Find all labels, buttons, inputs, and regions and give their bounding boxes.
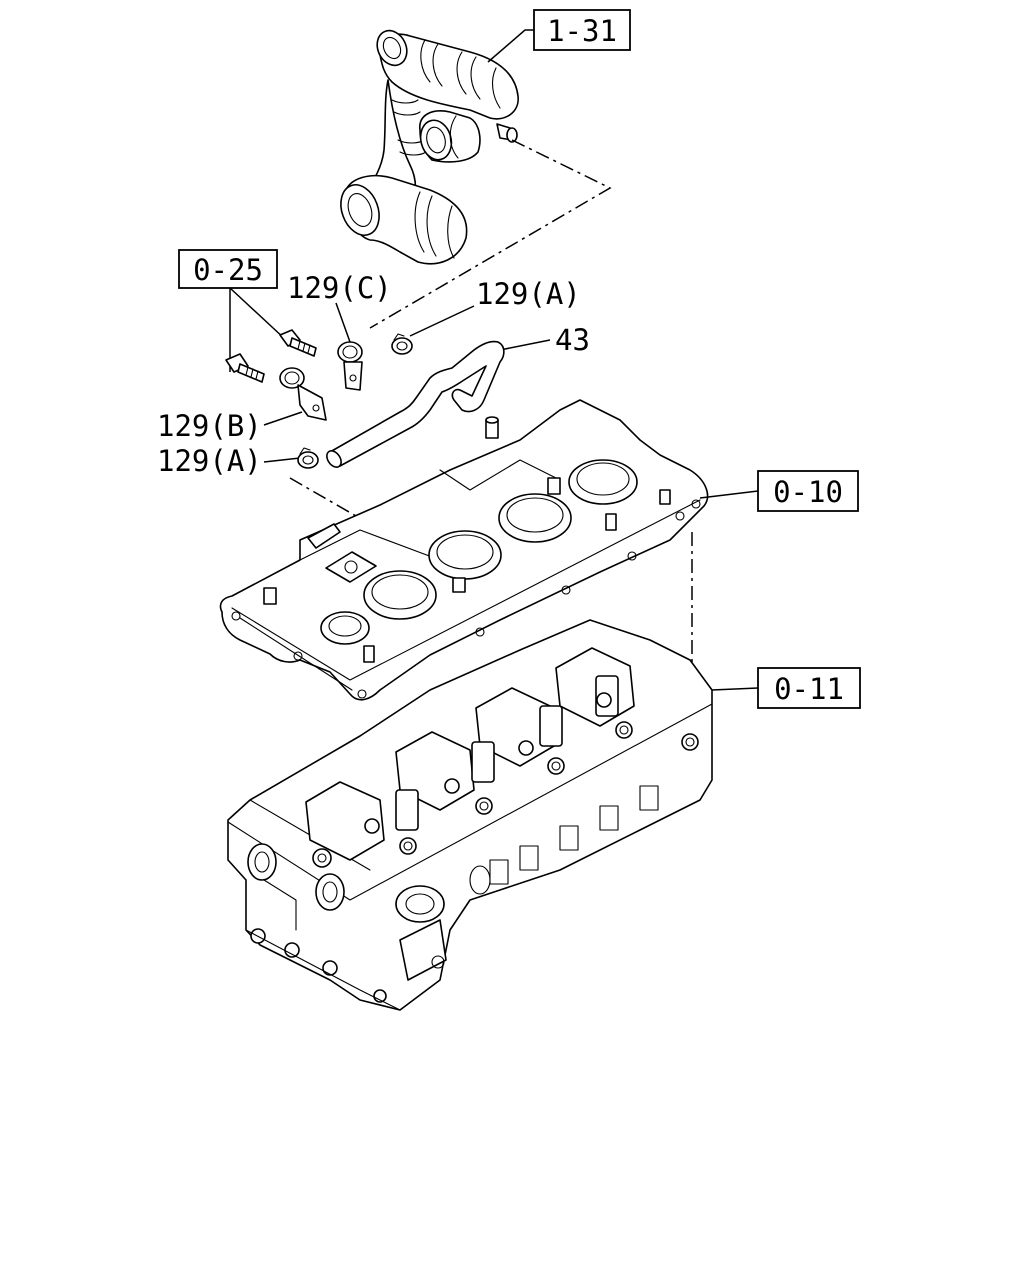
ref-box-0-25 xyxy=(178,249,278,289)
leader-0-25-b xyxy=(229,287,287,341)
leader-129c xyxy=(335,302,351,343)
part-label-129a-lower: 129(A) xyxy=(157,444,262,478)
hose-clip-icon xyxy=(391,333,413,355)
part-label-129c: 129(C) xyxy=(287,271,392,305)
leader-43 xyxy=(499,339,551,351)
bolt-icon xyxy=(225,353,265,383)
bracket-icon xyxy=(279,367,327,421)
leader-0-10 xyxy=(699,490,759,499)
leader-129b xyxy=(263,411,303,426)
ref-box-1-31 xyxy=(533,9,631,51)
ref-label-1-31: 1-31 xyxy=(547,14,617,48)
ventilation-pipe-icon xyxy=(326,340,505,468)
bolt-icon xyxy=(279,329,317,357)
hose-clip-icon xyxy=(297,447,319,469)
cylinder-head-icon xyxy=(227,619,713,1011)
ref-box-0-10 xyxy=(757,470,859,512)
leader-0-11 xyxy=(711,687,759,691)
part-label-43: 43 xyxy=(555,323,590,357)
ref-box-0-11 xyxy=(757,667,861,709)
leader-129a-upper xyxy=(409,305,475,337)
ref-label-0-10: 0-10 xyxy=(773,475,843,509)
bracket-icon xyxy=(337,341,363,391)
cylinder-head-cover-icon xyxy=(219,399,709,701)
breather-hose-icon xyxy=(340,29,519,265)
ref-label-0-11: 0-11 xyxy=(774,672,844,706)
connection-line-hose xyxy=(369,139,612,329)
leader-1-31 xyxy=(487,29,534,63)
leader-129a-lower xyxy=(263,457,301,463)
connection-line-pipe xyxy=(289,477,357,517)
part-label-129a-upper: 129(A) xyxy=(476,277,581,311)
part-label-129b: 129(B) xyxy=(157,409,262,443)
ref-label-0-25: 0-25 xyxy=(193,253,263,287)
